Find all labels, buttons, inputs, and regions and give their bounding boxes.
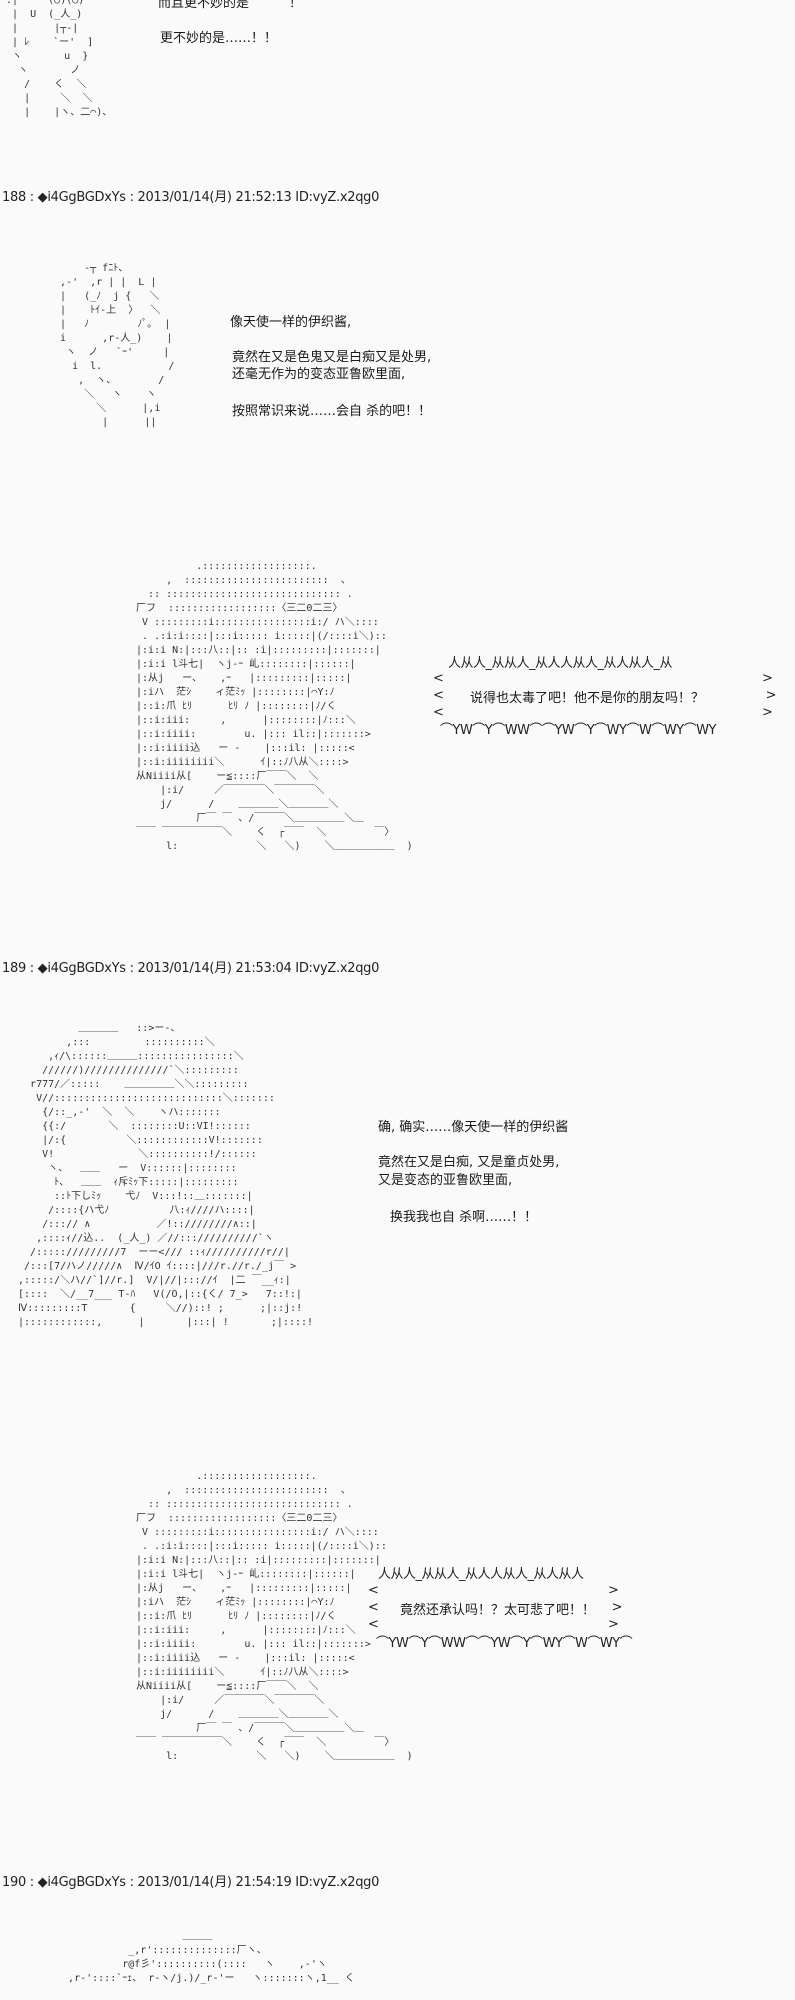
bubble-right-edge: > >> xyxy=(762,671,777,720)
dialogue-line: 又是变态的亚鲁欧里面, xyxy=(378,1173,513,1188)
dialogue-line: 还毫无作为的变态亚鲁欧里面, xyxy=(232,367,406,382)
bubble-top-edge: 人从人_从从人_从人人从人_从人从人 xyxy=(378,1567,584,1582)
bubble-right-edge: > >> xyxy=(608,1583,623,1632)
dialogue-line: 换我我也自 杀啊……！！ xyxy=(390,1210,538,1225)
ascii-art-yaruo: ＿＿＿＿ ::>ー-、 ,::: ::::::::::＼ ,ｨ/\::::::＿… xyxy=(18,1023,314,1328)
post-header-188: 188 : ◆i4GgBGDxYs : 2013/01/14(月) 21:52:… xyxy=(2,190,380,205)
bubble-text: 竟然还承认吗！？太可悲了吧！！ xyxy=(400,1603,596,1618)
bubble-top-edge: 人从人_从从人_从人人从人_从人从人_从 xyxy=(448,656,673,671)
bubble-text: 说得也太毒了吧！他不是你的朋友吗！？ xyxy=(470,691,705,706)
post-header-190: 190 : ◆i4GgBGDxYs : 2013/01/14(月) 21:54:… xyxy=(2,1875,380,1890)
ascii-art-fist: -┬ fﾆﾄ、 ,-' ,r | | L | | (_ﾉ j { ＼ | ﾄｲ-… xyxy=(60,263,175,428)
post-header-189: 189 : ◆i4GgBGDxYs : 2013/01/14(月) 21:53:… xyxy=(2,961,380,976)
ascii-art-top-fragment: .| (○)(○) | U (_人_) | |┬-| | ﾚ `ー' ] ヽ u… xyxy=(6,0,113,118)
dialogue-line: 而且更不妙的是 ！ xyxy=(158,0,302,11)
bubble-left-edge: <<< xyxy=(368,1583,379,1632)
dialogue-line: 按照常识来说……会自 杀的吧！！ xyxy=(232,404,432,419)
ascii-art-iori: .::::::::::::::::::. , :::::::::::::::::… xyxy=(136,561,413,852)
bubble-bottom-edge: ⌒YW⌒Y⌒WW⌒⌒YW⌒Y⌒WY⌒W⌒WY⌒ xyxy=(376,1636,633,1651)
bubble-bottom-edge: ⌒YW⌒Y⌒WW⌒⌒YW⌒Y⌒WY⌒W⌒WY⌒WY xyxy=(440,723,716,738)
bubble-left-edge: <<< xyxy=(433,671,444,720)
dialogue-line: 像天使一样的伊织酱, xyxy=(230,315,352,330)
dialogue-line: 确, 确实……像天使一样的伊织酱 xyxy=(378,1120,569,1135)
dialogue-text: ！ xyxy=(289,0,303,11)
ascii-art-bottom-fragment: ＿＿＿ _,r'::::::::::::::厂ヽ、 r@f彡':::::::::… xyxy=(68,1931,355,1984)
dialogue-line: 更不妙的是……！！ xyxy=(160,31,278,46)
dialogue-line: 竟然在又是色鬼又是白痴又是处男, xyxy=(232,350,432,365)
dialogue-line: 竟然在又是白痴, 又是童贞处男, xyxy=(378,1155,560,1170)
ascii-art-iori: .::::::::::::::::::. , :::::::::::::::::… xyxy=(136,1471,413,1762)
dialogue-text: 而且更不妙的是 xyxy=(158,0,250,11)
